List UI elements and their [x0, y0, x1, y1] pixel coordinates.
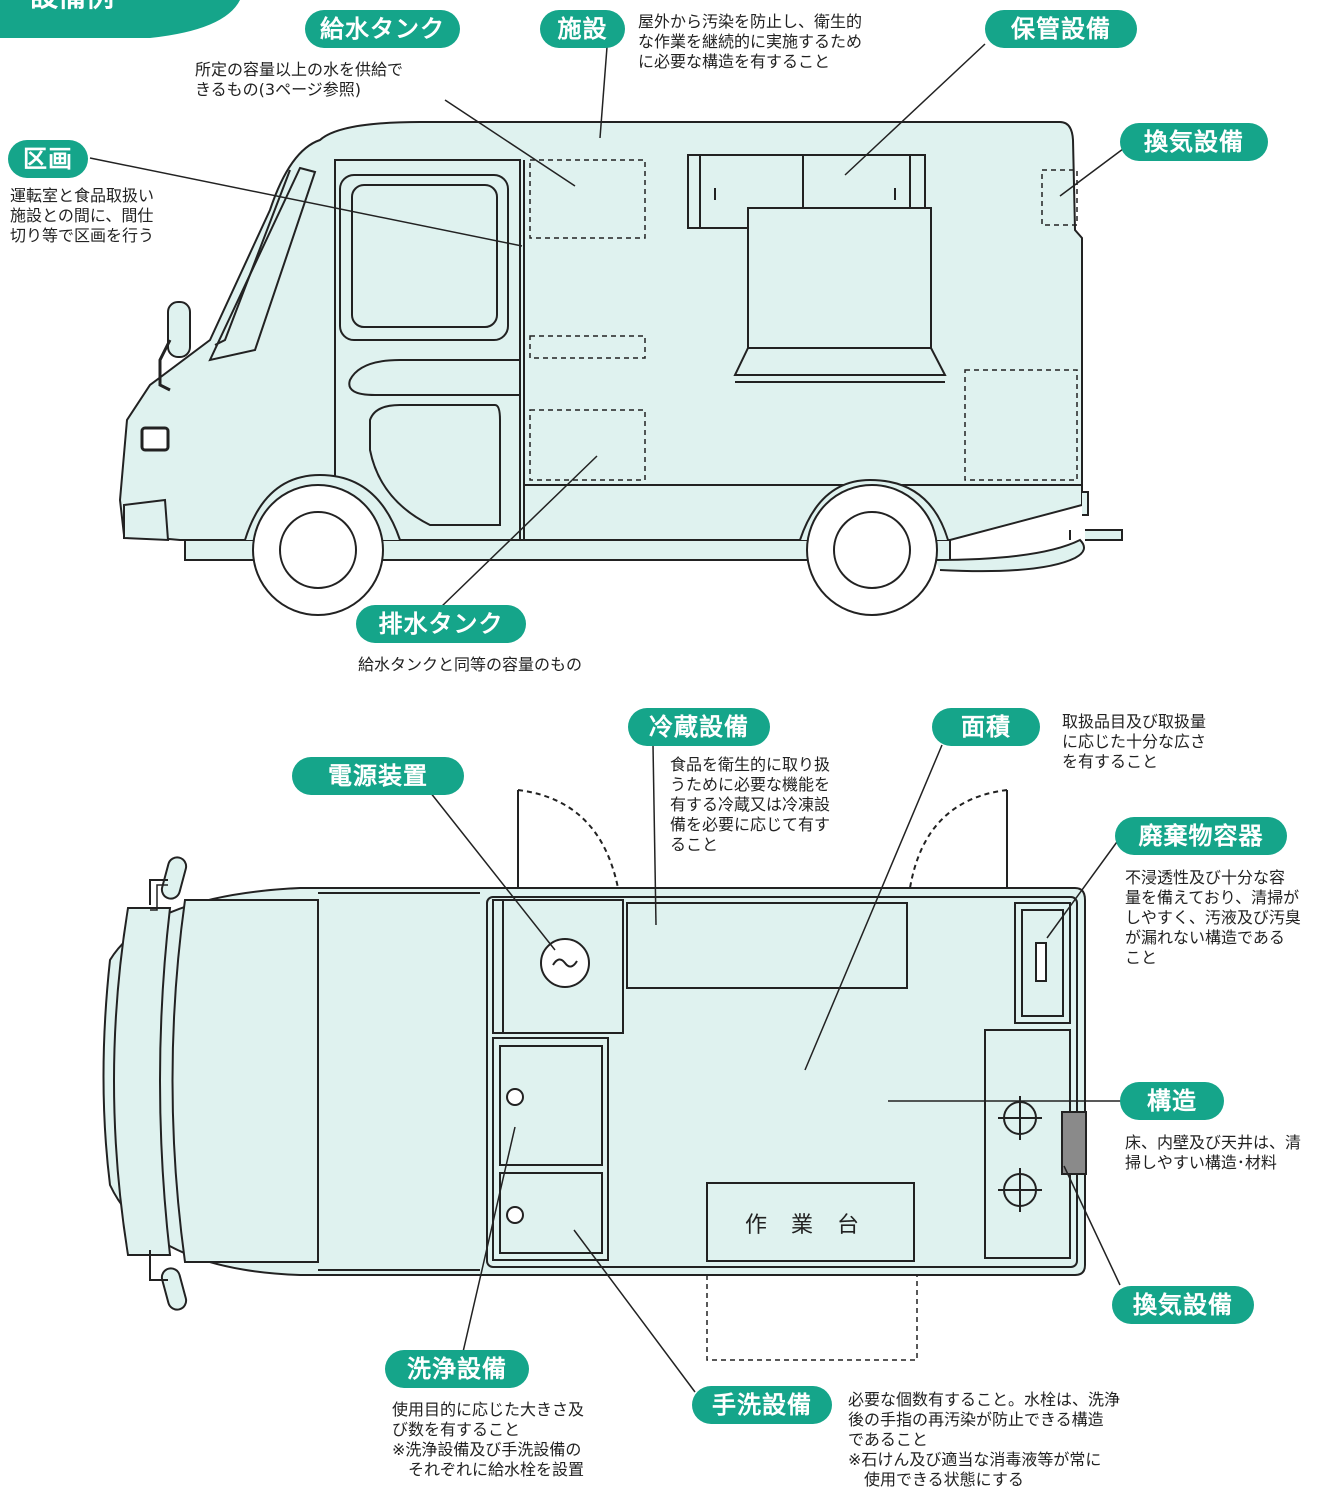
label-kukaku: 区画 — [8, 140, 88, 178]
label-dengen: 電源装置 — [292, 757, 464, 795]
desc-kyusui-tank: 所定の容量以上の水を供給で きるもの(3ページ参照) — [195, 60, 404, 99]
label-haisui-tank: 排水タンク — [356, 605, 526, 643]
label-hokan: 保管設備 — [985, 10, 1137, 48]
label-senjo: 洗浄設備 — [385, 1350, 529, 1388]
desc-menseki: 取扱品目及び取扱量 に応じた十分な広さ を有すること — [1062, 712, 1207, 771]
desc-kozo: 床、内壁及び天井は、清 掃しやすい構造･材料 — [1125, 1133, 1302, 1172]
desc-kukaku: 運転室と食品取扱い 施設との間に、間仕 切り等で区画を行う — [10, 186, 155, 245]
corner-badge: 設備例 — [0, 0, 240, 38]
truck-top-view — [102, 789, 1087, 1311]
top-leader-lines — [429, 744, 1123, 1393]
desc-senjo: 使用目的に応じた大きさ及 び数を有すること ※洗浄設備及び手洗設備の それぞれに… — [392, 1400, 585, 1479]
workbench-label: 作業台 — [745, 1213, 883, 1238]
label-kyusui-tank: 給水タンク — [305, 10, 460, 48]
side-wheels — [244, 473, 949, 616]
truck-side-view — [118, 121, 1123, 573]
label-shisetsu: 施設 — [540, 10, 625, 48]
desc-tearai: 必要な個数有すること。水栓は、洗浄 後の手指の再汚染が防止できる構造 であること… — [848, 1390, 1121, 1489]
awning-dashed-area — [706, 1274, 918, 1361]
desc-haisui-tank: 給水タンクと同等の容量のもの — [358, 655, 583, 674]
label-tearai: 手洗設備 — [692, 1386, 832, 1424]
label-kozo: 構造 — [1120, 1082, 1224, 1120]
side-leader-lines — [89, 43, 1136, 609]
desc-shisetsu: 屋外から汚染を防止し、衛生的 な作業を継続的に実施するため に必要な構造を有する… — [638, 12, 863, 71]
desc-reizo: 食品を衛生的に取り扱 うために必要な機能を 有する冷蔵又は冷凍設 備を必要に応じ… — [670, 755, 831, 854]
label-kanki-top: 換気設備 — [1112, 1286, 1254, 1324]
corner-badge-text: 設備例 — [30, 0, 114, 13]
label-reizo: 冷蔵設備 — [628, 708, 770, 746]
label-haikibutsu: 廃棄物容器 — [1115, 817, 1287, 855]
label-kanki-side: 換気設備 — [1120, 123, 1268, 161]
side-dashed-boxes — [529, 159, 1078, 481]
desc-haikibutsu: 不浸透性及び十分な容 量を備えており、清掃が しやすく、汚液及び汚臭 が漏れない… — [1125, 868, 1301, 967]
label-menseki: 面積 — [932, 708, 1040, 746]
